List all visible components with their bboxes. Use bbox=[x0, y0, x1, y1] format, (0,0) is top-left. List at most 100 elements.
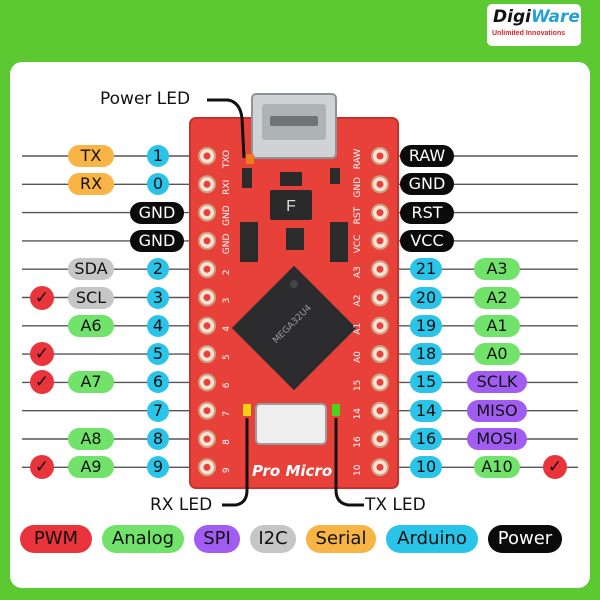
header-silkscreen-label: 8 bbox=[222, 439, 232, 445]
legend-item-arduino: Arduino bbox=[386, 525, 478, 553]
pin-tag-right: MOSI bbox=[467, 428, 527, 450]
regulator-mark: F bbox=[286, 198, 296, 215]
pin-number-left: 7 bbox=[147, 399, 169, 422]
pin-tag-right: RST bbox=[400, 201, 454, 224]
power-led-leader bbox=[207, 98, 246, 159]
pin-tag-right: A0 bbox=[474, 343, 520, 366]
pin-tag-right: A10 bbox=[474, 456, 520, 479]
header-pad-hole bbox=[376, 463, 384, 471]
header-pad-hole bbox=[376, 237, 384, 245]
brand-name-part1: Digi bbox=[493, 7, 531, 27]
pwm-check-right: ✓ bbox=[543, 455, 567, 480]
pin-tag-right: GND bbox=[400, 173, 454, 196]
header-pad-hole bbox=[376, 350, 384, 358]
header-silkscreen-label: TXO bbox=[222, 150, 232, 169]
header-silkscreen-label: 7 bbox=[222, 411, 232, 417]
pin-number-right: 14 bbox=[410, 399, 442, 422]
regulator bbox=[270, 190, 312, 220]
header-silkscreen-label: A0 bbox=[353, 351, 363, 363]
header-pads bbox=[198, 147, 389, 477]
header-labels: TXORXIGNDGND23456789RAWGNDRSTVCCA3A2A1A0… bbox=[222, 149, 363, 476]
header-pad-hole bbox=[376, 378, 384, 386]
header-pad-hole bbox=[203, 322, 211, 330]
pin-tag-left: A7 bbox=[68, 371, 114, 394]
pin-tag-left: GND bbox=[130, 201, 184, 224]
pin-tag-left: SDA bbox=[68, 258, 114, 281]
header-pad-hole bbox=[203, 407, 211, 415]
header-pad-hole bbox=[376, 209, 384, 217]
header-pad-hole bbox=[203, 294, 211, 301]
atmega-chip bbox=[231, 265, 357, 391]
pin-tag-right: MISO bbox=[467, 399, 527, 422]
header-pad-hole bbox=[376, 152, 384, 160]
pin-tag-left: A6 bbox=[68, 314, 114, 337]
pin-number-right: 16 bbox=[410, 428, 442, 450]
brand-logo: DigiWare Unlimited Innovations bbox=[487, 4, 581, 46]
header-pad-hole bbox=[203, 152, 211, 160]
header-silkscreen-label: 6 bbox=[222, 382, 232, 388]
header-silkscreen-label: 16 bbox=[353, 436, 363, 448]
pin-number-left: 9 bbox=[147, 456, 169, 479]
header-pad-hole bbox=[203, 265, 211, 273]
legend-item-pwm: PWM bbox=[20, 525, 92, 553]
header-silkscreen-label: 10 bbox=[353, 464, 363, 476]
header-silkscreen-label: RAW bbox=[353, 149, 363, 170]
header-silkscreen-label: 5 bbox=[222, 354, 232, 360]
pin-tag-right: A2 bbox=[474, 286, 520, 309]
pin-tag-left: TX bbox=[68, 145, 114, 167]
pin-number-left: 5 bbox=[147, 343, 169, 366]
tx-led-callout: TX LED bbox=[365, 495, 426, 515]
pin-tag-left: RX bbox=[68, 173, 114, 196]
pin-number-right: 18 bbox=[410, 343, 442, 366]
header-silkscreen-label: RXI bbox=[222, 180, 232, 195]
pin-number-left: 2 bbox=[147, 258, 169, 281]
pin-number-left: 6 bbox=[147, 371, 169, 394]
pin-tag-right: A3 bbox=[474, 258, 520, 281]
legend-item-i2c: I2C bbox=[250, 525, 296, 553]
board-label: Pro Micro bbox=[252, 462, 332, 480]
header-silkscreen-label: GND bbox=[353, 177, 363, 198]
pin-number-right: 21 bbox=[410, 258, 442, 281]
tx-led bbox=[332, 404, 340, 416]
header-silkscreen-label: A1 bbox=[353, 323, 363, 335]
rx-led-leader bbox=[222, 418, 249, 507]
header-silkscreen-label: VCC bbox=[353, 235, 363, 254]
tx-led-leader bbox=[334, 418, 364, 507]
header-silkscreen-label: GND bbox=[222, 234, 232, 255]
header-pad-hole bbox=[376, 435, 384, 443]
pwm-check-left: ✓ bbox=[30, 455, 54, 480]
power-led bbox=[246, 154, 254, 164]
header-pad-hole bbox=[376, 322, 384, 330]
header-silkscreen-label: RST bbox=[353, 206, 363, 224]
pin-number-right: 15 bbox=[410, 371, 442, 394]
brand-tagline: Unlimited Innovations bbox=[492, 30, 566, 37]
header-pad-hole bbox=[203, 209, 211, 217]
legend-item-analog: Analog bbox=[102, 525, 184, 553]
legend-item-power: Power bbox=[488, 525, 562, 553]
pin-number-left: 0 bbox=[147, 173, 169, 196]
pin-tag-right: SCLK bbox=[467, 371, 527, 394]
legend-item-serial: Serial bbox=[306, 525, 376, 553]
pwm-check-left: ✓ bbox=[30, 370, 54, 395]
pin-number-left: 3 bbox=[147, 286, 169, 309]
pin-number-right: 10 bbox=[410, 456, 442, 479]
pin-number-left: 8 bbox=[147, 428, 169, 450]
header-pad-hole bbox=[203, 378, 211, 386]
header-silkscreen-label: 9 bbox=[222, 467, 232, 473]
header-silkscreen-label: 2 bbox=[222, 269, 232, 275]
header-silkscreen-label: GND bbox=[222, 205, 232, 226]
power-led-callout: Power LED bbox=[100, 89, 191, 109]
pin-number-right: 19 bbox=[410, 314, 442, 337]
header-silkscreen-label: A2 bbox=[353, 295, 363, 307]
header-pad-hole bbox=[203, 435, 211, 443]
pin-number-left: 1 bbox=[147, 145, 169, 167]
header-pad-hole bbox=[203, 463, 211, 471]
crystal bbox=[255, 403, 327, 445]
header-pad-hole bbox=[376, 294, 384, 301]
pin-tag-left: GND bbox=[130, 229, 184, 252]
pin-tag-right: VCC bbox=[400, 229, 454, 252]
pwm-check-left: ✓ bbox=[30, 342, 54, 367]
header-pad-hole bbox=[376, 180, 384, 188]
pwm-check-left: ✓ bbox=[30, 285, 54, 310]
